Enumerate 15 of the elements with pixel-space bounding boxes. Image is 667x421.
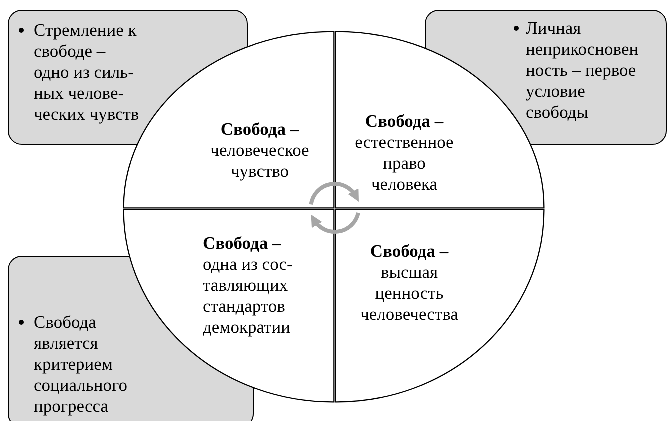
- body-text: естественное право человека: [354, 132, 455, 195]
- body-text: человеческое чувство: [210, 140, 310, 182]
- cycle-arrow: [310, 212, 360, 234]
- cycle-arrow: [309, 182, 360, 206]
- body-text: Стремление к свободе – одно из силь-ных челове-ческих чувств: [34, 20, 140, 125]
- body-text: высшая ценность человечества: [360, 262, 460, 325]
- body-text: Личная неприкосновен ность – первое условие свободы: [526, 18, 640, 123]
- heading: Свобода –: [220, 119, 300, 140]
- body-text: одна из сос-тавляющих стандартов демократии: [203, 254, 294, 338]
- quadrant-sector: [125, 211, 333, 401]
- heading: Свобода –: [369, 241, 450, 262]
- quadrant-sector: [337, 211, 543, 401]
- body-text: Свобода является критерием социального прогресса: [34, 312, 128, 417]
- heading: Свобода –: [364, 111, 445, 132]
- heading: Свобода –: [203, 233, 282, 254]
